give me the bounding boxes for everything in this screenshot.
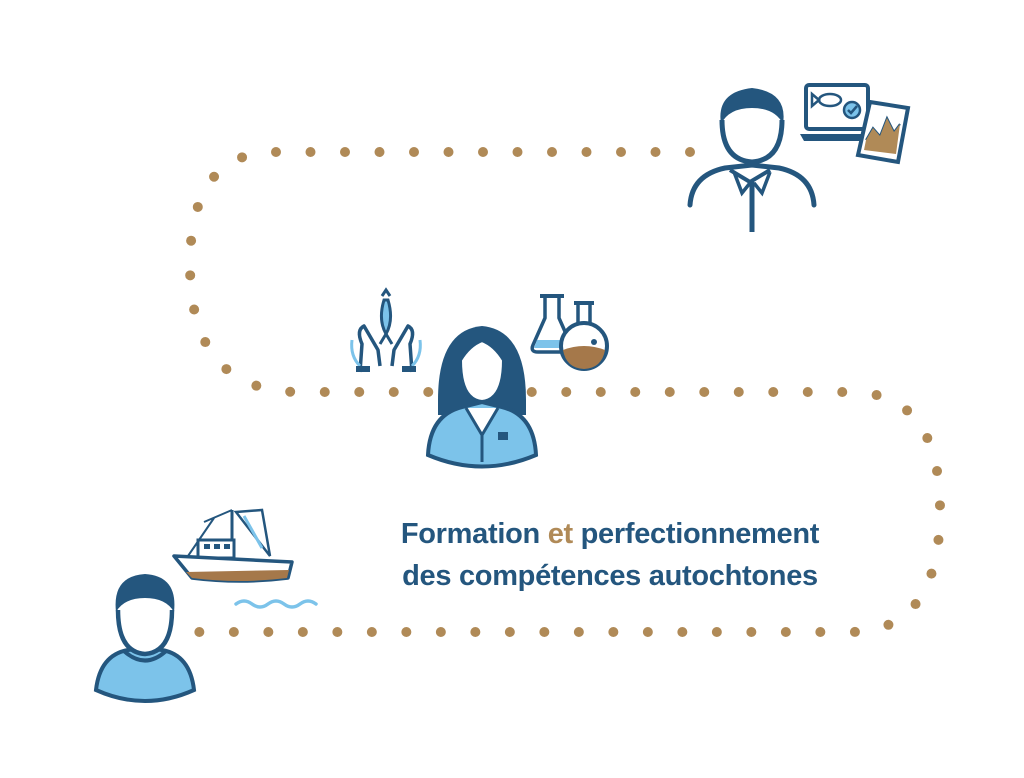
fish-monitor-icon — [800, 83, 874, 141]
caption-line-1: Formation et perfectionnement — [360, 513, 860, 555]
lab-flasks-icon — [530, 294, 609, 371]
scientist-avatar — [425, 326, 539, 469]
analyst-avatar — [687, 88, 817, 232]
fisherman-avatar — [93, 574, 197, 703]
diagram-caption: Formation et perfectionnement des compét… — [360, 513, 860, 597]
caption-text-formation: Formation — [400, 518, 548, 550]
hands-holding-fish-icon — [350, 287, 422, 373]
fishing-boat-icon — [172, 508, 294, 583]
caption-line-2: des compétences autochtones — [402, 560, 818, 592]
caption-text-et: et — [547, 518, 573, 550]
chart-document-icon — [855, 99, 911, 165]
caption-text-perfectionnement: perfectionnement — [572, 518, 820, 550]
waves-icon — [234, 599, 318, 609]
dotted-path — [184, 147, 946, 637]
